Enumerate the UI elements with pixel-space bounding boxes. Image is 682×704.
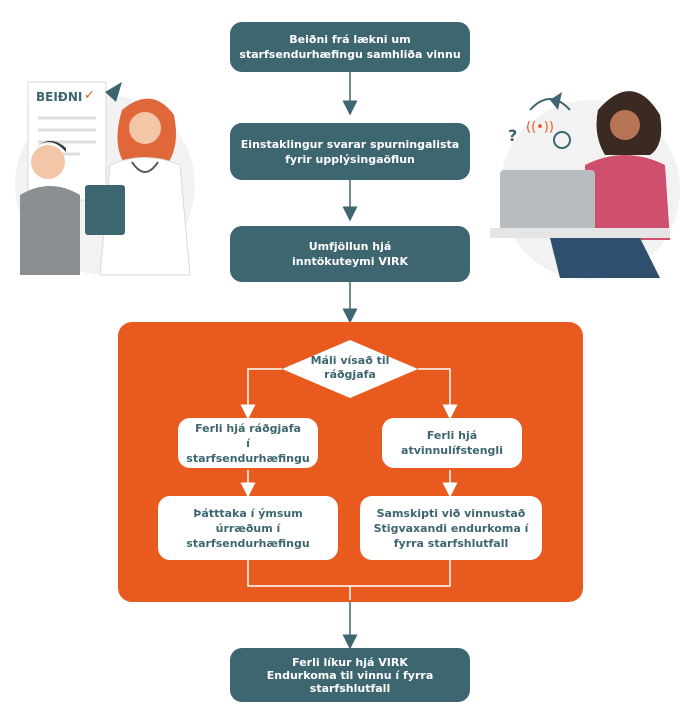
- decision-diamond-shape: [282, 340, 418, 398]
- question-icon: ?: [508, 126, 518, 145]
- request-label: BEIÐNI: [36, 90, 83, 104]
- doctor-illustration: [10, 70, 200, 280]
- wifi-icon: ((•)): [526, 120, 554, 135]
- checkmark-icon: ✓: [84, 88, 95, 103]
- laptop-user-illustration: [490, 70, 680, 280]
